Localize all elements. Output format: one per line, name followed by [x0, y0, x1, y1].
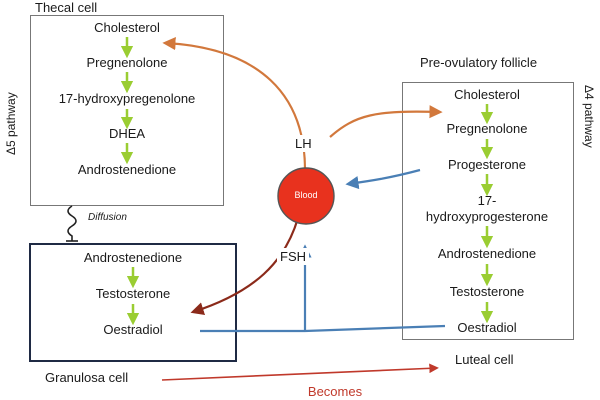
- delta5-pathway-label: Δ5 pathway: [4, 92, 18, 155]
- delta4-pathway-label: Δ4 pathway: [582, 85, 596, 148]
- follicle-step-testosterone: Testosterone: [449, 284, 525, 299]
- thecal-cell-title: Thecal cell: [35, 0, 98, 15]
- thecal-cell-box: [30, 15, 224, 206]
- thecal-step-17-hydroxypregenolone: 17-hydroxypregenolone: [58, 91, 196, 106]
- follicle-title: Pre-ovulatory follicle: [420, 55, 538, 70]
- thecal-step-cholesterol: Cholesterol: [94, 20, 160, 35]
- thecal-step-androstenedione: Androstenedione: [77, 162, 177, 177]
- diffusion-arrow: [67, 205, 77, 241]
- lh-arrow-to-follicle: [329, 105, 443, 138]
- lh-arrow-to-thecal: [162, 36, 307, 171]
- thecal-step-dhea: DHEA: [108, 126, 146, 141]
- granulosa-cell-box: [29, 243, 237, 362]
- follicle-step-oestradiol: Oestradiol: [457, 320, 517, 335]
- luteal-cell-label: Luteal cell: [455, 352, 514, 367]
- blood-label: Blood: [294, 190, 318, 200]
- follicle-step-cholesterol: Cholesterol: [454, 87, 520, 102]
- follicle-step-androstenedione: Androstenedione: [437, 246, 537, 261]
- lh-label: LH: [292, 135, 315, 152]
- granulosa-step-oestradiol: Oestradiol: [103, 322, 163, 337]
- fsh-arrow: [190, 217, 300, 316]
- diffusion-label: Diffusion: [88, 212, 127, 223]
- granulosa-step-testosterone: Testosterone: [95, 286, 171, 301]
- follicle-box: [402, 82, 574, 340]
- blood-circle: [277, 167, 335, 225]
- follicle-step-hydroxyprogesterone: hydroxyprogesterone: [425, 209, 549, 224]
- thecal-step-pregnenolone: Pregnenolone: [86, 55, 168, 70]
- follicle-step-pregnenolone: Pregnenolone: [446, 121, 528, 136]
- granulosa-step-androstenedione: Androstenedione: [83, 250, 183, 265]
- becomes-arrow: [161, 363, 439, 381]
- progesterone-to-blood-arrow: [345, 168, 421, 190]
- granulosa-cell-caption: Granulosa cell: [45, 370, 129, 385]
- fsh-label: FSH: [277, 248, 309, 265]
- oestradiol-feedback-line: [304, 324, 446, 333]
- becomes-label: Becomes: [307, 384, 363, 399]
- follicle-step-17: 17-: [477, 193, 497, 208]
- follicle-step-progesterone: Progesterone: [447, 157, 527, 172]
